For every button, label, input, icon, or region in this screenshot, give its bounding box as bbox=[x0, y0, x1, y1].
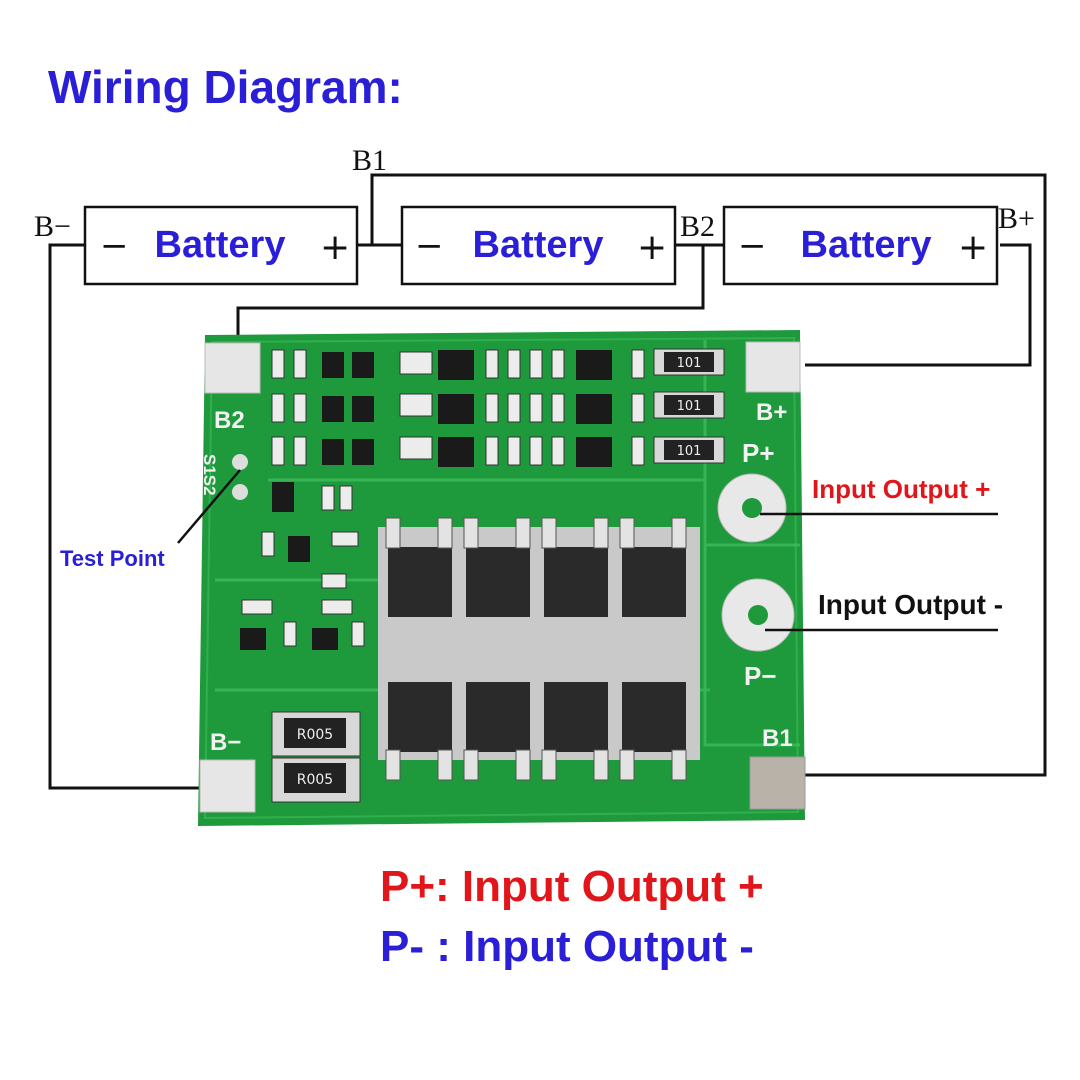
battery-2-label: Battery bbox=[473, 224, 604, 266]
test-point-s1 bbox=[232, 454, 248, 470]
battery-1-plus: + bbox=[320, 227, 350, 268]
input-output-minus-label: Input Output - bbox=[818, 589, 1003, 620]
battery-3: − Battery + bbox=[722, 205, 999, 286]
board-label-p-plus: P+ bbox=[742, 438, 775, 468]
shunt-resistors: R005 R005 bbox=[271, 711, 361, 803]
callouts: Test Point Input Output + Input Output - bbox=[60, 469, 1003, 632]
board-label-p-minus: P− bbox=[744, 661, 777, 691]
input-output-plus-label: Input Output + bbox=[812, 474, 990, 504]
resistor-mid-label: 101 bbox=[677, 399, 702, 414]
board-label-b2: B2 bbox=[214, 407, 245, 434]
shunt-2-label: R005 bbox=[297, 772, 333, 788]
board-label-s1s2: S1S2 bbox=[200, 454, 219, 496]
control-components bbox=[240, 482, 365, 650]
pad-b-plus bbox=[745, 341, 801, 393]
test-point-label: Test Point bbox=[60, 546, 165, 571]
resistor-bot-label: 101 bbox=[677, 444, 702, 459]
pad-b-minus bbox=[199, 759, 256, 813]
legend-p-minus: P- : Input Output - bbox=[380, 922, 754, 971]
mosfets bbox=[378, 517, 700, 781]
shunt-1-label: R005 bbox=[297, 727, 333, 743]
board-label-b-minus: B− bbox=[210, 729, 241, 756]
node-labels: B− B1 B2 B+ bbox=[34, 144, 1035, 243]
diagram-title: Wiring Diagram: bbox=[48, 61, 403, 113]
wire-b-minus bbox=[48, 243, 200, 790]
wires bbox=[48, 173, 1047, 790]
test-point-s2 bbox=[232, 484, 248, 500]
node-label-b-minus: B− bbox=[34, 210, 71, 243]
board-label-b1: B1 bbox=[762, 725, 793, 752]
smd-component-rows: 101 101 101 bbox=[271, 348, 725, 467]
battery-1-minus: − bbox=[100, 226, 129, 266]
pcb-board: 101 101 101 R005 R005 bbox=[198, 330, 806, 826]
legend-p-plus: P+: Input Output + bbox=[380, 862, 764, 911]
node-label-b1: B1 bbox=[352, 144, 387, 177]
wire-b-plus bbox=[805, 243, 1032, 367]
node-label-b2: B2 bbox=[680, 210, 715, 243]
battery-3-minus: − bbox=[738, 226, 767, 266]
battery-1: − Battery + bbox=[83, 205, 359, 286]
battery-2: − Battery + bbox=[400, 205, 677, 286]
pad-b2 bbox=[204, 342, 261, 394]
wire-b2 bbox=[236, 245, 705, 345]
battery-2-plus: + bbox=[637, 227, 667, 268]
battery-2-minus: − bbox=[415, 226, 444, 266]
board-label-b-plus: B+ bbox=[756, 399, 787, 426]
pad-b1 bbox=[749, 756, 806, 810]
resistor-top-label: 101 bbox=[677, 356, 702, 371]
wire-b1 bbox=[370, 173, 1047, 777]
node-label-b-plus: B+ bbox=[998, 202, 1035, 235]
battery-3-label: Battery bbox=[801, 224, 932, 266]
battery-3-plus: + bbox=[958, 227, 988, 268]
battery-1-label: Battery bbox=[155, 224, 286, 266]
